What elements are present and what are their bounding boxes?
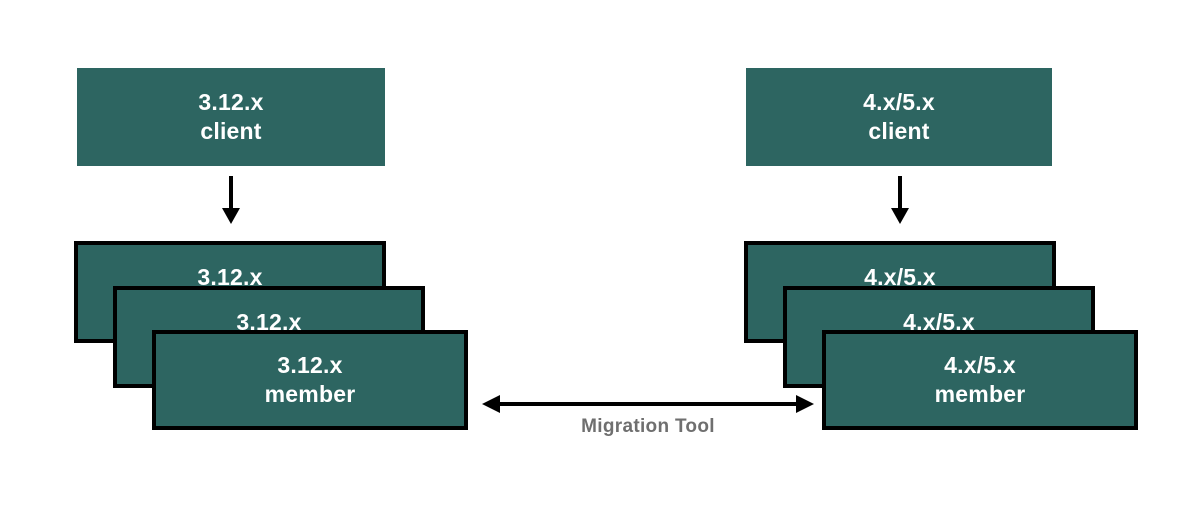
left-member-front-version: 3.12.x	[277, 351, 343, 378]
migration-tool-label: Migration Tool	[581, 416, 715, 437]
right-member-box-front: 4.x/5.x member	[822, 330, 1138, 430]
migration-double-arrow-icon	[482, 395, 814, 413]
right-member-back-version: 4.x/5.x	[864, 264, 936, 290]
right-client-version: 4.x/5.x	[863, 88, 935, 115]
right-client-box: 4.x/5.x client	[746, 68, 1052, 166]
left-member-box-front: 3.12.x member	[152, 330, 468, 430]
left-member-back-version: 3.12.x	[197, 264, 263, 290]
left-client-role: client	[200, 118, 262, 144]
right-member-front-version: 4.x/5.x	[944, 351, 1016, 378]
left-member-front-role: member	[264, 381, 356, 407]
left-client-box: 3.12.x client	[77, 68, 385, 166]
left-client-version: 3.12.x	[198, 88, 264, 115]
right-client-role: client	[868, 118, 930, 144]
right-down-arrow-icon	[891, 176, 909, 224]
left-down-arrow-icon	[222, 176, 240, 224]
right-member-front-role: member	[934, 381, 1026, 407]
